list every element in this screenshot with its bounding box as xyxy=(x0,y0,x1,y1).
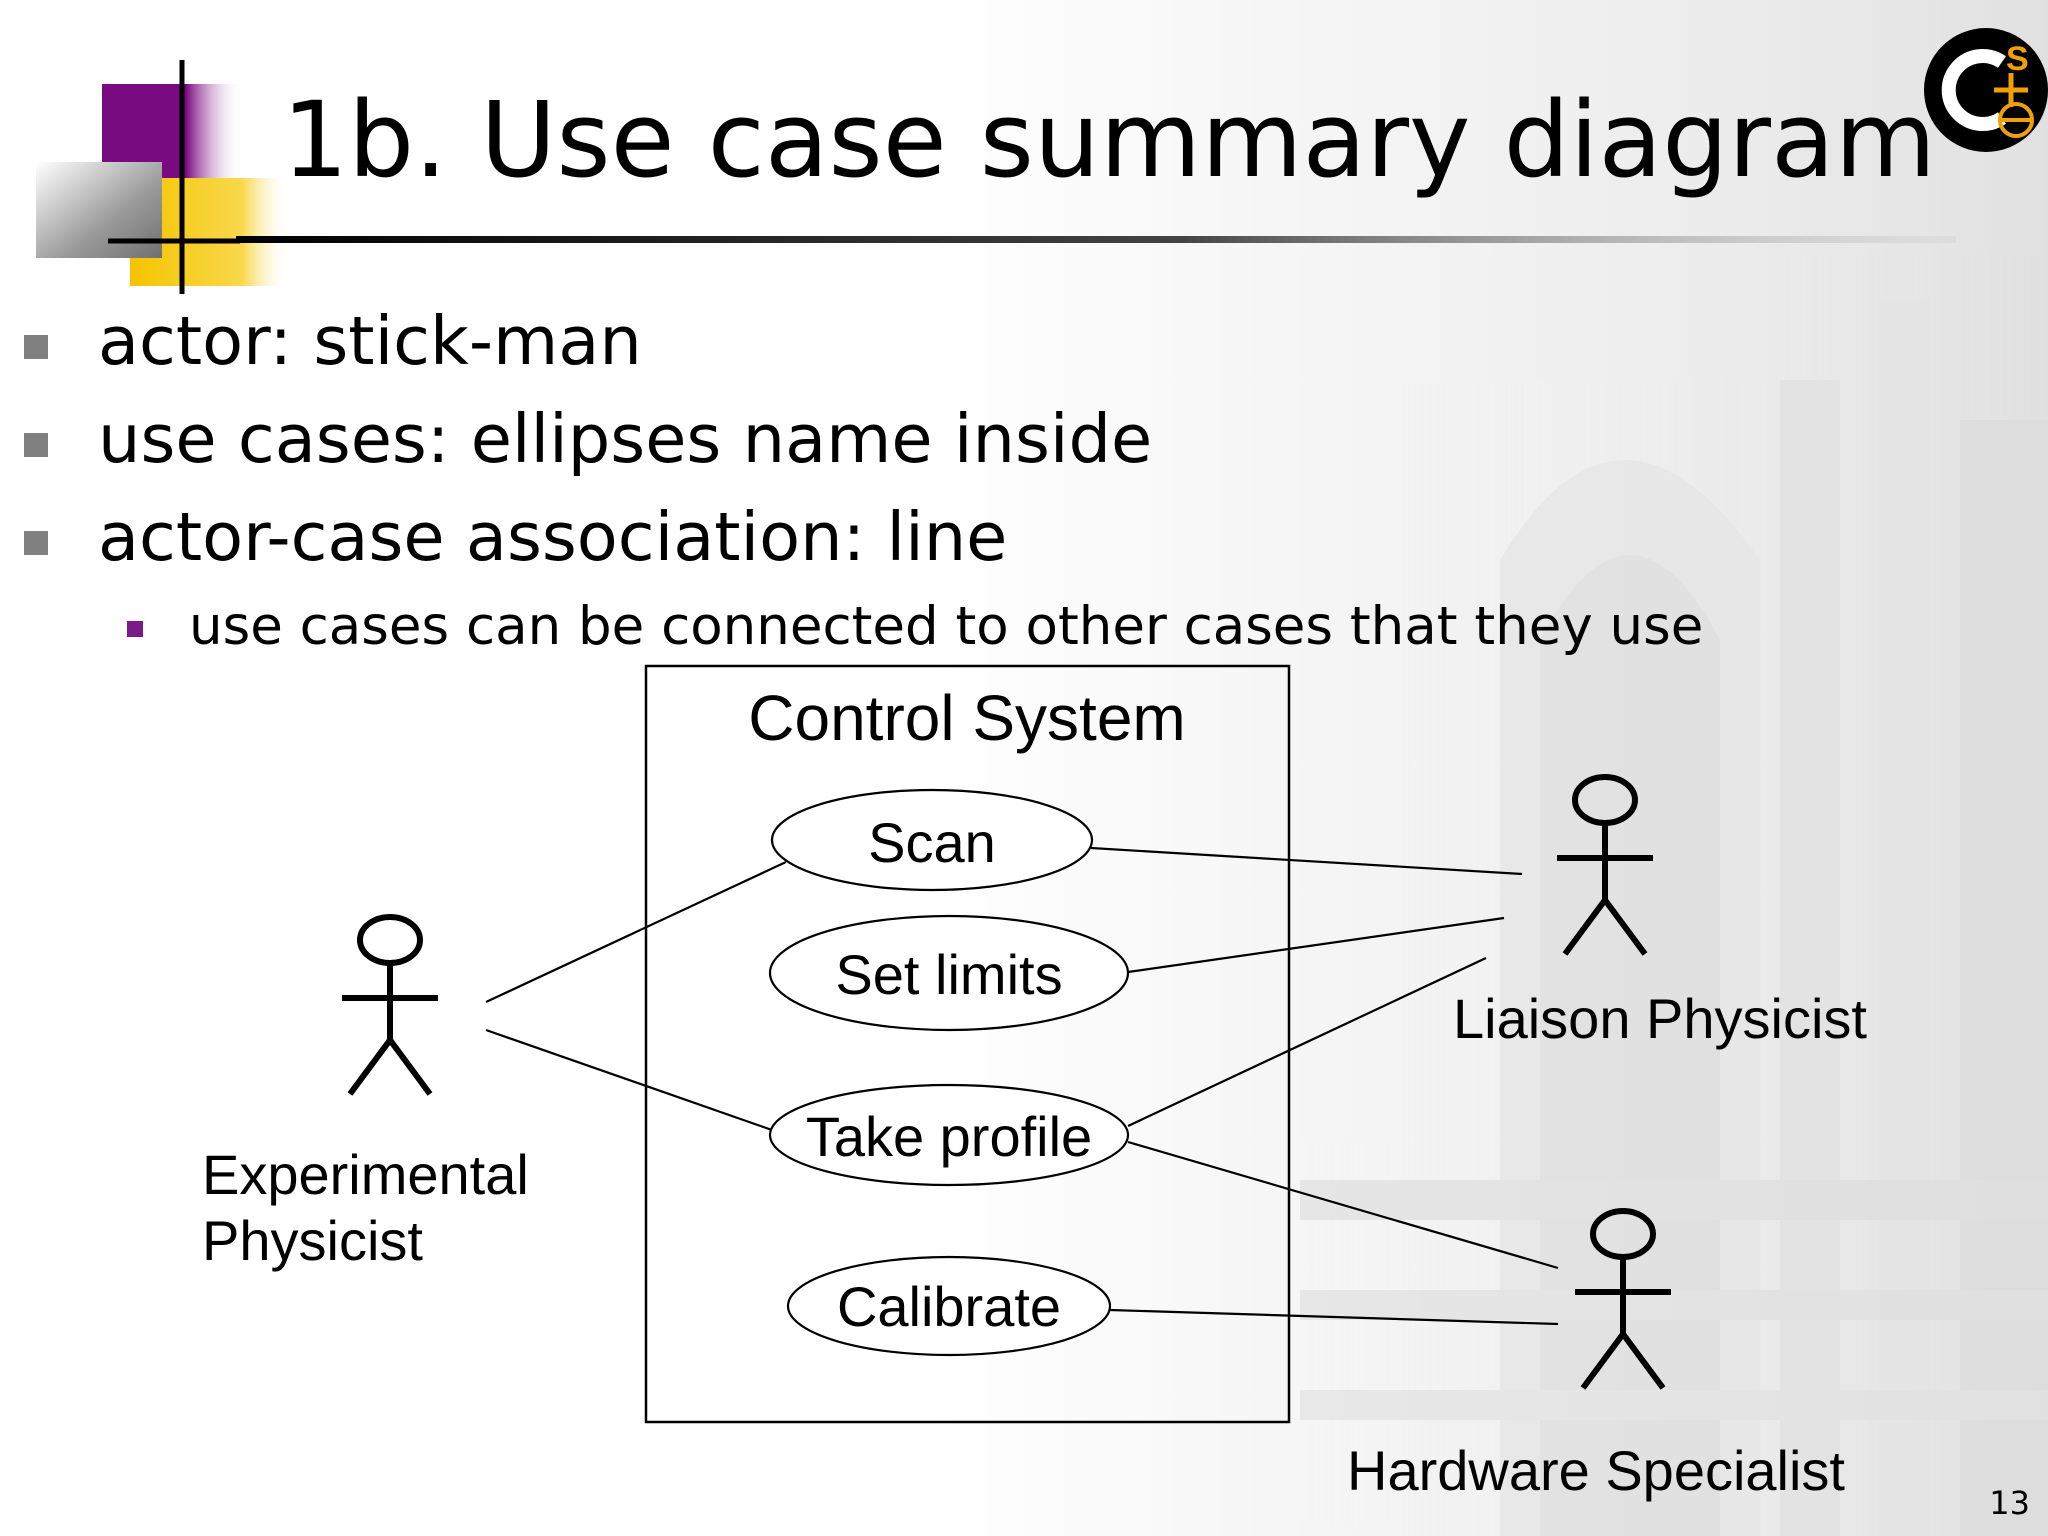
association-line xyxy=(1127,957,1487,1127)
bullet-text: use cases: ellipses name inside xyxy=(98,400,1153,478)
bullet-item: actor-case association: line xyxy=(24,498,1008,576)
association-line xyxy=(1127,916,1505,974)
stick-man-icon xyxy=(1575,1208,1671,1390)
title-decoration xyxy=(36,60,1956,294)
square-bullet-icon xyxy=(24,433,48,457)
association-line xyxy=(485,861,787,1003)
sub-bullet-text: use cases can be connected to other case… xyxy=(189,596,1704,657)
association-line xyxy=(1109,1308,1559,1326)
sub-bullet-item: use cases can be connected to other case… xyxy=(127,596,1704,657)
use-case-label: Calibrate xyxy=(837,1275,1061,1338)
square-bullet-icon xyxy=(24,335,48,359)
use-case-set-limits[interactable]: Set limits xyxy=(768,914,1130,1032)
svg-text:S: S xyxy=(2006,40,2029,78)
use-case-label: Set limits xyxy=(835,943,1062,1006)
actor-label: Experimental xyxy=(202,1143,529,1206)
actor-label: Physicist xyxy=(202,1209,423,1272)
slide-title: 1b. Use case summary diagram xyxy=(282,79,1937,201)
bullet-item: actor: stick-man xyxy=(24,302,642,380)
bullet-text: actor-case association: line xyxy=(98,498,1008,576)
bullet-item: use cases: ellipses name inside xyxy=(24,400,1153,478)
slide-number: 13 xyxy=(1989,1484,2030,1522)
use-case-calibrate[interactable]: Calibrate xyxy=(786,1255,1112,1357)
system-name: Control System xyxy=(748,682,1185,754)
building-silhouette xyxy=(1250,0,2048,1536)
actor-hardware-specialist[interactable]: Hardware Specialist xyxy=(1347,1208,1845,1502)
stick-man-icon xyxy=(1557,774,1653,956)
actor-liaison-physicist[interactable]: Liaison Physicist xyxy=(1453,774,1867,1050)
use-case-take-profile[interactable]: Take profile xyxy=(768,1083,1130,1187)
association-line xyxy=(485,1028,773,1132)
association-line xyxy=(1090,846,1523,876)
system-boundary xyxy=(644,664,1291,1424)
use-case-label: Scan xyxy=(868,811,996,874)
actor-label: Liaison Physicist xyxy=(1453,987,1867,1050)
actor-experimental-physicist[interactable]: Experimental Physicist xyxy=(202,914,529,1272)
association-line xyxy=(1127,1140,1559,1270)
square-bullet-icon xyxy=(127,621,143,637)
use-case-label: Take profile xyxy=(806,1105,1092,1168)
square-bullet-icon xyxy=(24,531,48,555)
bullet-text: actor: stick-man xyxy=(98,302,642,380)
association-lines xyxy=(485,846,1559,1326)
stick-man-icon xyxy=(342,914,438,1096)
actor-label: Hardware Specialist xyxy=(1347,1439,1845,1502)
cse-logo-icon: S xyxy=(1924,28,2048,152)
use-case-scan[interactable]: Scan xyxy=(770,788,1094,892)
